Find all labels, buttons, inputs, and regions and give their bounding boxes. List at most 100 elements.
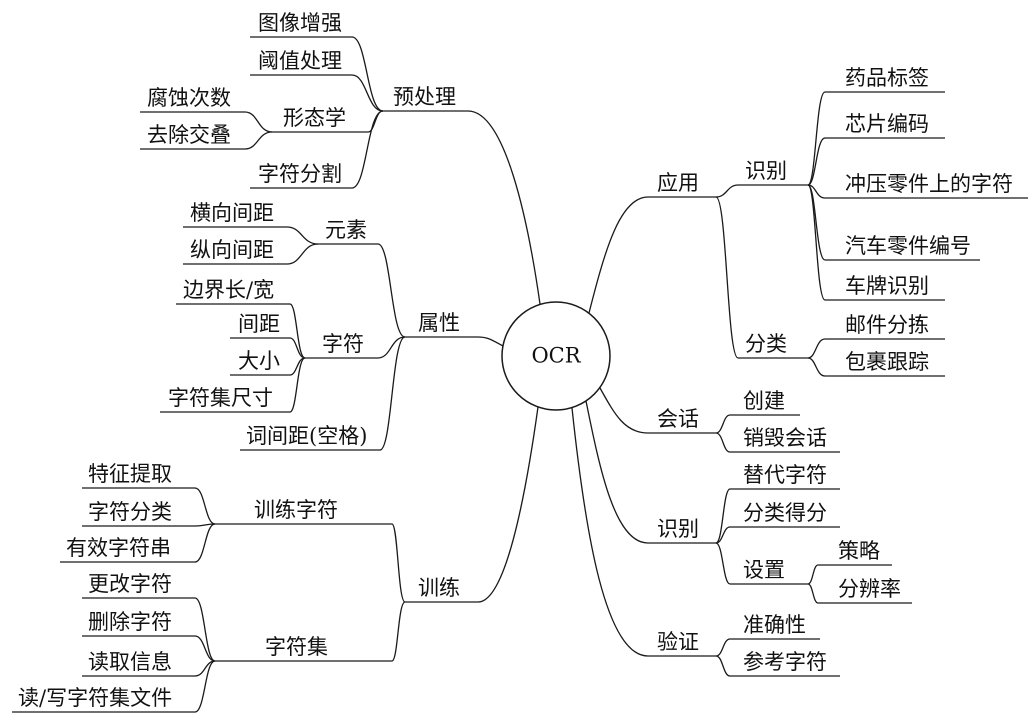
node-label: 读取信息 — [88, 650, 172, 674]
node-label: 车牌识别 — [845, 274, 929, 298]
node-label: 字符集 — [265, 635, 328, 659]
node-delete-char: 删除字符 — [82, 610, 195, 637]
node-label: 验证 — [657, 630, 699, 654]
node-label: 销毁会话 — [743, 426, 827, 450]
node-label: 去除交叠 — [147, 123, 231, 147]
node-properties: 属性 — [405, 311, 478, 338]
node-size: 大小 — [230, 349, 290, 376]
connector — [286, 243, 319, 265]
node-accuracy: 准确性 — [730, 613, 820, 640]
connector — [807, 583, 819, 604]
connector — [807, 137, 826, 186]
node-label: 识别 — [745, 159, 787, 183]
node-app-recognition: 识别 — [738, 159, 808, 186]
connector — [351, 110, 384, 189]
node-label: 会话 — [657, 407, 699, 431]
node-charset: 字符集 — [215, 635, 392, 662]
node-label: 分类 — [745, 332, 787, 356]
node-recognition: 识别 — [648, 517, 716, 544]
node-change-char: 更改字符 — [82, 572, 195, 599]
node-label: 阈值处理 — [258, 49, 342, 73]
connector — [715, 542, 731, 585]
node-label: 替代字符 — [743, 463, 827, 487]
connector — [807, 564, 819, 585]
node-alternative-chars: 替代字符 — [730, 463, 840, 490]
node-app-classification: 分类 — [738, 332, 808, 359]
node-label: 分辨率 — [838, 577, 901, 601]
node-char-segmentation: 字符分割 — [250, 162, 352, 189]
node-label: 特征提取 — [88, 462, 172, 486]
node-label: 间距 — [238, 312, 280, 336]
node-label: 字符分割 — [258, 162, 342, 186]
connector — [715, 638, 731, 657]
node-label: 横向间距 — [190, 201, 274, 225]
node-label: 参考字符 — [743, 650, 827, 674]
node-valid-string: 有效字符串 — [60, 536, 195, 563]
node-label: 训练 — [418, 576, 460, 600]
node-label: 邮件分拣 — [845, 313, 929, 337]
node-label: 边界长/宽 — [183, 278, 274, 302]
connector — [715, 432, 731, 453]
node-thresholding: 阈值处理 — [250, 49, 352, 76]
node-drug-labels: 药品标签 — [825, 66, 945, 93]
node-label: 更改字符 — [88, 572, 172, 596]
node-label: 汽车零件编号 — [845, 234, 971, 258]
node-verification: 验证 — [648, 630, 716, 657]
node-label: 元素 — [325, 218, 367, 242]
connector — [807, 91, 826, 186]
node-label: 纵向间距 — [190, 238, 274, 262]
connector — [289, 357, 306, 413]
node-mail-sorting: 邮件分拣 — [825, 313, 945, 340]
node-parcel-tracking: 包裹跟踪 — [825, 350, 945, 377]
node-erosion-count: 腐蚀次数 — [140, 86, 245, 113]
node-label: 字符分类 — [88, 500, 172, 524]
center-connectors — [467, 110, 649, 657]
connector — [379, 336, 406, 451]
node-label: 准确性 — [743, 613, 806, 637]
node-label: 形态学 — [283, 106, 346, 130]
node-horizontal-spacing: 横向间距 — [183, 201, 287, 228]
node-charset-size: 字符集尺寸 — [160, 386, 290, 413]
connector — [807, 338, 826, 359]
connector — [351, 36, 384, 112]
node-settings: 设置 — [730, 558, 808, 585]
connector — [377, 243, 406, 338]
connector — [194, 487, 216, 525]
node-label: 策略 — [838, 539, 880, 563]
node-label: 字符集尺寸 — [168, 386, 273, 410]
node-destroy-session: 销毁会话 — [730, 426, 840, 453]
node-label: 药品标签 — [845, 66, 929, 90]
node-word-spacing: 词间距(空格) — [240, 424, 380, 451]
node-training: 训练 — [405, 576, 478, 603]
connector — [588, 196, 649, 314]
connector — [807, 184, 826, 199]
node-label: 字符 — [322, 332, 364, 356]
connector — [715, 526, 731, 544]
connector — [289, 337, 306, 359]
connector — [391, 523, 406, 603]
node-label: 大小 — [238, 349, 280, 373]
node-strategy: 策略 — [818, 539, 892, 566]
node-resolution: 分辨率 — [818, 577, 912, 604]
node-preprocessing: 预处理 — [383, 85, 468, 112]
node-elements: 元素 — [318, 218, 378, 245]
connector — [715, 414, 731, 434]
node-label: 腐蚀次数 — [147, 86, 231, 110]
connector — [367, 110, 384, 133]
node-image-enhancement: 图像增强 — [250, 11, 352, 38]
node-label: 包裹跟踪 — [845, 350, 929, 374]
connector — [289, 303, 306, 359]
connector — [286, 226, 319, 245]
node-label: 属性 — [418, 311, 460, 335]
connector — [585, 400, 649, 544]
connector — [715, 184, 739, 198]
left-connectors — [194, 36, 406, 713]
node-label: 读/写字符集文件 — [18, 686, 172, 710]
node-create: 创建 — [730, 389, 800, 416]
connector — [477, 336, 504, 347]
connector — [467, 110, 541, 305]
node-label: 创建 — [743, 389, 785, 413]
node-remove-overlap: 去除交叠 — [140, 123, 245, 150]
node-classification-score: 分类得分 — [730, 501, 840, 528]
